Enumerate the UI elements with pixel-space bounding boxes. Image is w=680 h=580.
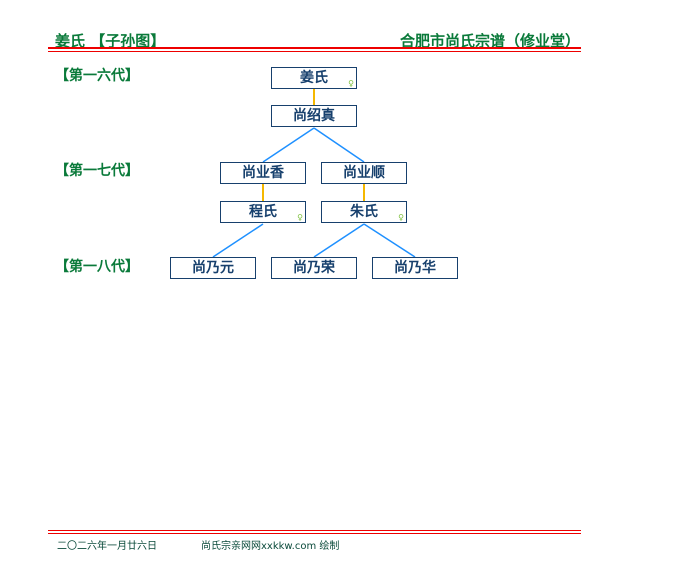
- person-name: 尚乃华: [394, 260, 436, 276]
- header-divider-thin: [48, 51, 581, 52]
- generation-label-16: 【第一六代】: [55, 68, 139, 84]
- person-name: 程氏: [249, 204, 277, 220]
- footer-credit: 尚氏宗亲网网xxkkw.com 绘制: [201, 541, 340, 552]
- person-name: 尚乃荣: [293, 260, 335, 276]
- person-name: 尚绍真: [293, 108, 335, 124]
- person-yexiang[interactable]: 尚业香: [220, 162, 306, 184]
- header-genealogy-name: 合肥市尚氏宗谱（修业堂）: [399, 32, 580, 50]
- person-cheng[interactable]: 程氏 ♀: [220, 201, 306, 223]
- child-line: [212, 223, 264, 258]
- person-naihua[interactable]: 尚乃华: [372, 257, 458, 279]
- person-name: 尚业香: [242, 165, 284, 181]
- person-yeshun[interactable]: 尚业顺: [321, 162, 407, 184]
- female-icon: ♀: [348, 79, 354, 88]
- child-line: [313, 127, 365, 163]
- person-shaozhen[interactable]: 尚绍真: [271, 105, 357, 127]
- footer-date: 二〇二六年一月廿六日: [57, 541, 157, 552]
- generation-label-17: 【第一七代】: [55, 163, 139, 179]
- person-jiang[interactable]: 姜氏 ♀: [271, 67, 357, 89]
- person-name: 尚乃元: [192, 260, 234, 276]
- generation-label-18: 【第一八代】: [55, 259, 139, 275]
- header-divider: [48, 47, 581, 49]
- person-naiyuan[interactable]: 尚乃元: [170, 257, 256, 279]
- header-title: 姜氏 【子孙图】: [55, 32, 166, 50]
- child-line: [313, 223, 365, 258]
- female-icon: ♀: [297, 213, 303, 222]
- person-nairong[interactable]: 尚乃荣: [271, 257, 357, 279]
- child-line: [363, 223, 416, 258]
- person-name: 姜氏: [300, 70, 328, 86]
- female-icon: ♀: [398, 213, 404, 222]
- person-name: 朱氏: [350, 204, 378, 220]
- person-name: 尚业顺: [343, 165, 385, 181]
- footer-divider: [48, 530, 581, 531]
- footer-divider-2: [48, 533, 581, 534]
- person-zhu[interactable]: 朱氏 ♀: [321, 201, 407, 223]
- child-line: [262, 127, 315, 163]
